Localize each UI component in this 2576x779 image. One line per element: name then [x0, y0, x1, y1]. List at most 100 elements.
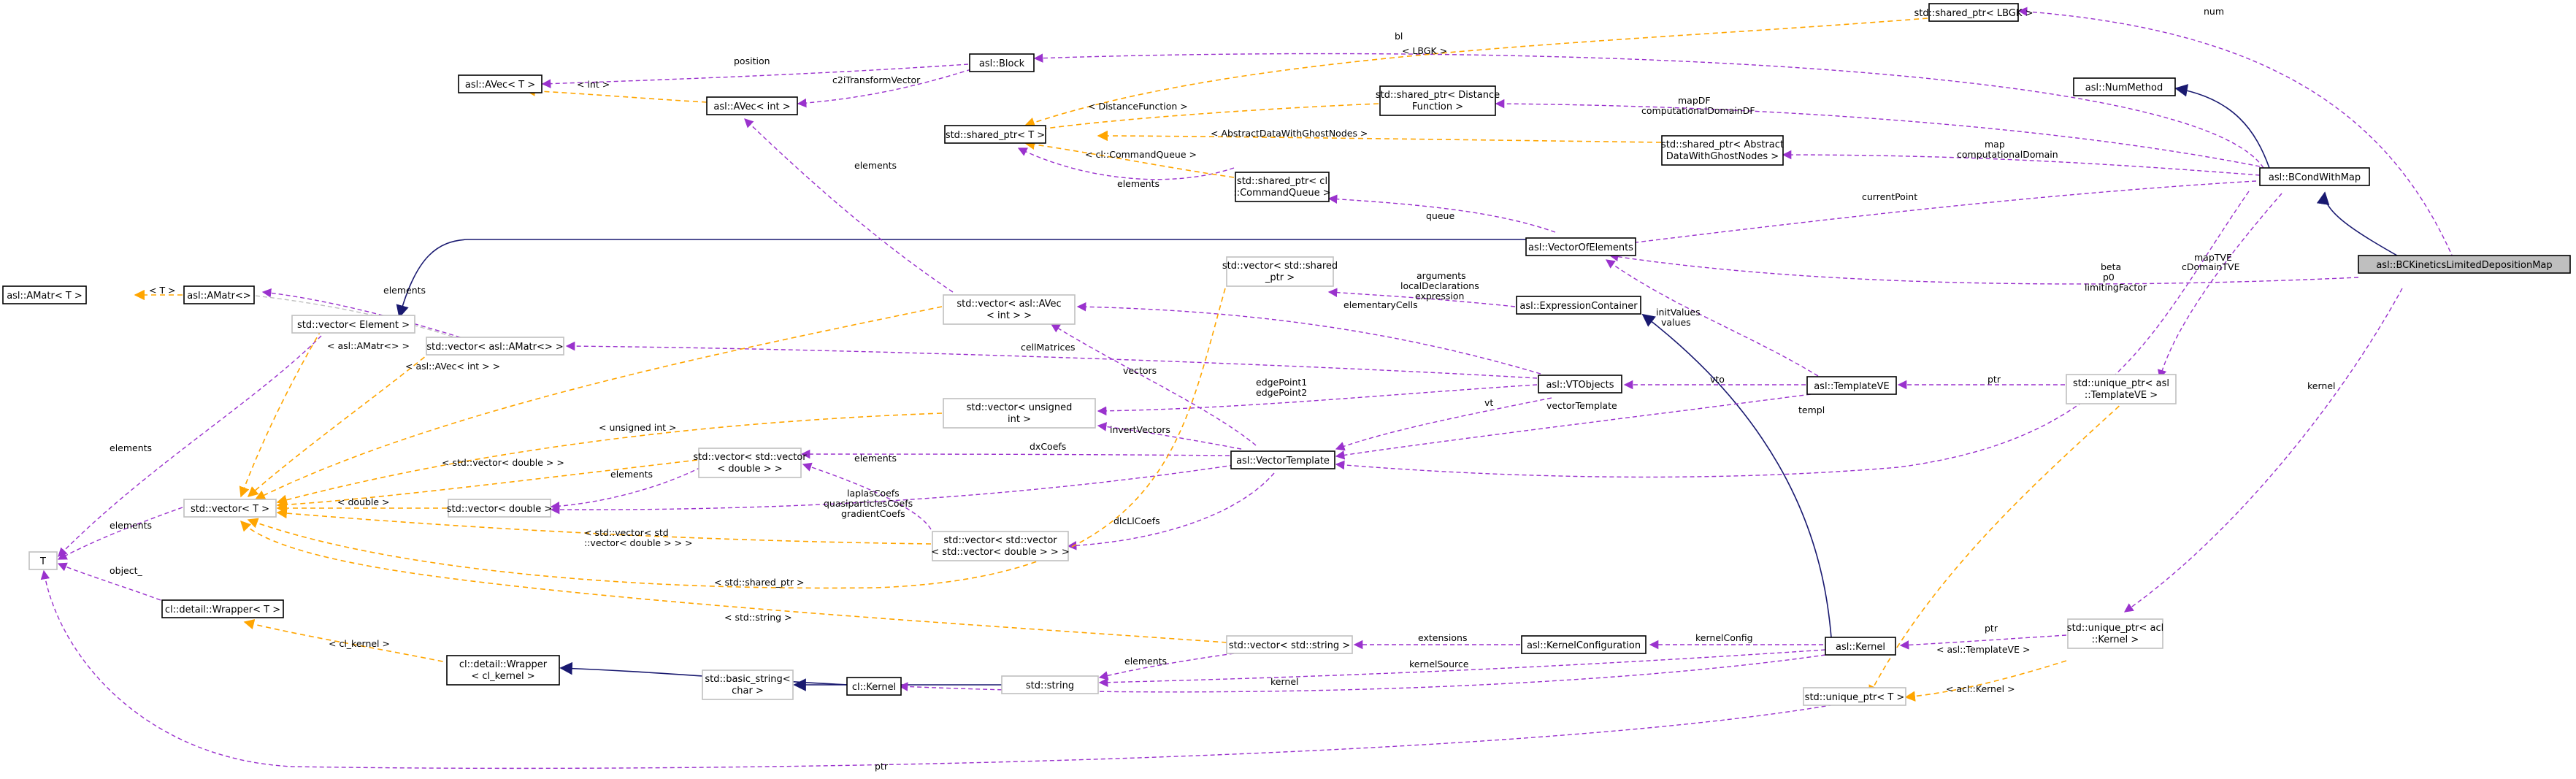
- node-label: std::vector< double >: [447, 504, 552, 515]
- node-label: std::unique_ptr< T >: [1805, 692, 1905, 703]
- label-position: position: [734, 55, 770, 66]
- node-avec-int[interactable]: asl::AVec< int >: [706, 96, 798, 115]
- node-wrapper-t[interactable]: cl::detail::Wrapper< T >: [161, 599, 284, 618]
- edge-t-vvd: [276, 459, 698, 510]
- edge-labels: num bl < LBGK > position c2iTransformVec…: [110, 6, 2336, 772]
- node-vector-double[interactable]: std::vector< double >: [447, 499, 552, 518]
- node-kernel-configuration[interactable]: asl::KernelConfiguration: [1521, 635, 1647, 654]
- node-unique-ptr-kernel[interactable]: std::unique_ptr< acl ::Kernel >: [2067, 618, 2163, 649]
- label-vto: vto: [1710, 374, 1725, 385]
- node-vector-amatr[interactable]: std::vector< asl::AMatr<> >: [426, 337, 564, 356]
- node-t[interactable]: T: [28, 551, 58, 570]
- edge-grey-amatr-vec: [240, 293, 468, 342]
- label-cDomainTVE: cDomainTVE: [2182, 261, 2240, 272]
- label-beta: beta: [2101, 261, 2121, 272]
- label-queue: queue: [1426, 210, 1454, 221]
- node-vector-sharedptr[interactable]: std::vector< std::shared _ptr >: [1222, 256, 1338, 287]
- edge-bl: [1033, 53, 2264, 169]
- edges: [40, 7, 2454, 770]
- node-label: cl::detail::Wrapper< T >: [165, 605, 280, 615]
- label-cddf: computationalDomainDF: [1641, 105, 1755, 116]
- node-block[interactable]: asl::Block: [969, 53, 1035, 72]
- label-localDeclarations: localDeclarations: [1400, 280, 1479, 291]
- node-label: asl::VTObjects: [1546, 380, 1614, 391]
- node-label: std::shared_ptr< T >: [946, 130, 1045, 141]
- node-label-1: std::basic_string<: [705, 674, 790, 685]
- node-cl-kernel[interactable]: cl::Kernel: [846, 677, 902, 696]
- node-vector-vector-vector-double[interactable]: std::vector< std::vector < std::vector< …: [931, 531, 1070, 561]
- node-shared-ptr-cmdqueue[interactable]: std::shared_ptr< cl ::CommandQueue >: [1233, 172, 1331, 202]
- label-elementaryCells: elementaryCells: [1343, 299, 1418, 310]
- label-uint-tmpl: < unsigned int >: [599, 422, 676, 433]
- node-vt-objects[interactable]: asl::VTObjects: [1538, 375, 1622, 394]
- node-amatr-t[interactable]: asl::AMatr< T >: [2, 285, 87, 304]
- label-lbgk-tmpl: < LBGK >: [1402, 45, 1447, 56]
- edge-vectorTemplate: [1335, 394, 1812, 460]
- label-invertVectors: invertVectors: [1110, 424, 1170, 435]
- label-dlcl: dlcLlCoefs: [1113, 515, 1160, 526]
- node-template-ve[interactable]: asl::TemplateVE: [1806, 376, 1897, 395]
- node-label: asl::BCKineticsLimitedDepositionMap: [2376, 260, 2552, 271]
- node-label: cl::Kernel: [852, 682, 896, 693]
- node-label-1: cl::detail::Wrapper: [459, 659, 548, 670]
- label-ptr-tve: ptr: [1987, 374, 2001, 385]
- label-int-tmpl: < int >: [577, 79, 610, 90]
- label-mapTVE: mapTVE: [2194, 252, 2232, 263]
- node-amatr[interactable]: asl::AMatr<>: [183, 285, 255, 304]
- node-vector-template[interactable]: asl::VectorTemplate: [1230, 450, 1335, 469]
- label-avec-tmpl: < asl::AVec< int > >: [405, 361, 500, 372]
- edge-elements-vect-t: [57, 507, 183, 560]
- node-label-1: std::unique_ptr< acl: [2067, 623, 2163, 634]
- edge-object: [57, 562, 161, 601]
- node-basic-string[interactable]: std::basic_string< char >: [702, 669, 794, 700]
- edge-templ: [1335, 191, 2250, 478]
- node-unique-ptr-templateve[interactable]: std::unique_ptr< asl ::TemplateVE >: [2066, 374, 2177, 404]
- node-avec-t[interactable]: asl::AVec< T >: [458, 74, 543, 93]
- node-asl-kernel[interactable]: asl::Kernel: [1825, 637, 1896, 656]
- node-label-2: < double > >: [717, 464, 782, 475]
- edge-t-vecelement: [239, 329, 322, 498]
- node-label-2: < cl_kernel >: [471, 671, 534, 682]
- label-dxCoefs: dxCoefs: [1030, 441, 1066, 452]
- node-bckinetics-focus[interactable]: asl::BCKineticsLimitedDepositionMap: [2358, 255, 2571, 274]
- node-shared-ptr-t[interactable]: std::shared_ptr< T >: [944, 125, 1046, 144]
- node-num-method[interactable]: asl::NumMethod: [2073, 77, 2176, 96]
- node-bcond-with-map[interactable]: asl::BCondWithMap: [2259, 167, 2370, 186]
- edge-t-vvv: [276, 507, 932, 545]
- node-label: asl::VectorTemplate: [1236, 456, 1330, 467]
- node-label-2: Function >: [1412, 101, 1463, 112]
- node-vector-avec-int[interactable]: std::vector< asl::AVec < int > >: [943, 294, 1076, 325]
- node-vector-unsigned-int[interactable]: std::vector< unsigned int >: [943, 398, 1096, 429]
- node-vector-of-elements[interactable]: asl::VectorOfElements: [1525, 237, 1636, 256]
- edge-dxCoefs: [800, 449, 1230, 459]
- node-wrapper-cl-kernel[interactable]: cl::detail::Wrapper < cl_kernel >: [446, 655, 560, 686]
- node-vector-t[interactable]: std::vector< T >: [183, 499, 277, 518]
- node-vector-string[interactable]: std::vector< std::string >: [1226, 635, 1353, 654]
- node-label: T: [39, 556, 46, 567]
- label-limitingFactor: limitingFactor: [2085, 282, 2147, 293]
- label-mapDF: mapDF: [1678, 95, 1711, 106]
- label-clkernel-tmpl: < cl_kernel >: [329, 638, 390, 649]
- node-shared-ptr-abstract[interactable]: std::shared_ptr< Abstract DataWithGhostN…: [1661, 135, 1784, 166]
- label-edgePoint2: edgePoint2: [1256, 387, 1307, 398]
- node-label-2: int >: [1008, 414, 1031, 425]
- edge-dlcl: [1067, 472, 1275, 550]
- node-expression-container[interactable]: asl::ExpressionContainer: [1516, 296, 1641, 315]
- node-shared-ptr-distance-function[interactable]: std::shared_ptr< Distance Function >: [1376, 85, 1500, 116]
- node-vector-element[interactable]: std::vector< Element >: [291, 315, 415, 334]
- node-std-string[interactable]: std::string: [1001, 675, 1099, 694]
- label-laplasCoefs: laplasCoefs: [847, 488, 900, 499]
- label-initValues: initValues: [1656, 307, 1701, 318]
- node-label-1: std::shared_ptr< Distance: [1376, 90, 1500, 101]
- edge-ptr-t: [40, 569, 1848, 770]
- label-string-tmpl: < std::string >: [724, 612, 792, 623]
- node-shared-ptr-lbgk[interactable]: std::shared_ptr< LBGK >: [1914, 3, 2033, 22]
- edge-currentPoint: [1611, 180, 2257, 249]
- node-vector-vector-double[interactable]: std::vector< std::vector < double > >: [693, 448, 807, 478]
- node-label-1: std::vector< std::shared: [1222, 261, 1338, 272]
- edge-elements-string: [1098, 653, 1235, 680]
- label-vt: vt: [1484, 397, 1493, 408]
- node-unique-ptr-t[interactable]: std::unique_ptr< T >: [1803, 687, 1906, 706]
- node-label: asl::AMatr<>: [187, 291, 250, 302]
